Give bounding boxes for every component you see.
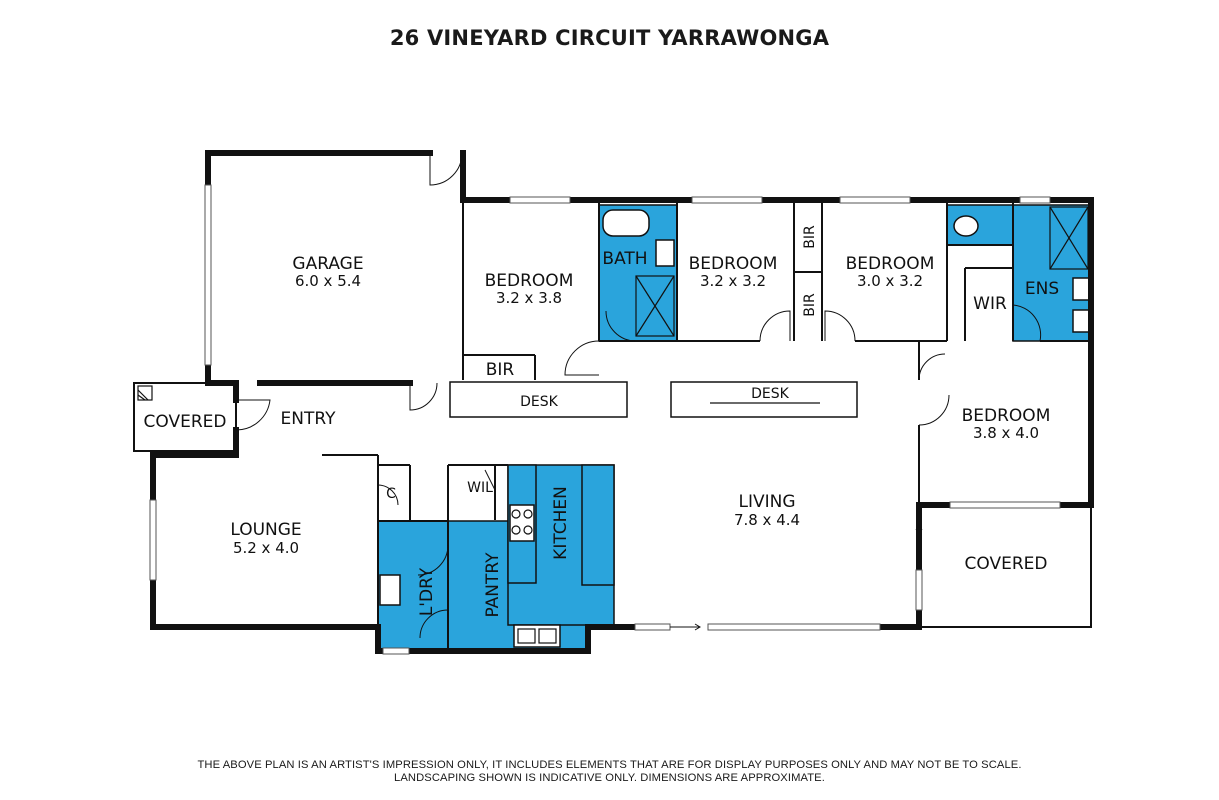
kitchen-sink-icon (513, 624, 561, 648)
bedroom2-label: BEDROOM (485, 271, 574, 291)
covered-rear-label: COVERED (965, 554, 1048, 574)
bedroom3-label: BEDROOM (689, 254, 778, 274)
wir-label: WIR (973, 294, 1007, 314)
desk-2 (670, 381, 858, 418)
pantry-label: PANTRY (483, 552, 503, 618)
wil-label: WIL (467, 480, 493, 496)
living-label: LIVING (738, 492, 795, 512)
bedroom4-dims: 3.0 x 3.2 (857, 272, 923, 290)
basin-icon (655, 239, 675, 267)
bedroom2-dims: 3.2 x 3.8 (496, 289, 562, 307)
desk-1 (449, 381, 628, 418)
bir2-label: BIR (802, 225, 818, 249)
living-dims: 7.8 x 4.4 (734, 511, 800, 529)
entry-label: ENTRY (281, 409, 337, 429)
bir1-label: BIR (486, 360, 515, 380)
disclaimer-line2: LANDSCAPING SHOWN IS INDICATIVE ONLY. DI… (394, 772, 825, 784)
master-dims: 3.8 x 4.0 (973, 424, 1039, 442)
toilet-icon (953, 215, 979, 237)
garage-label: GARAGE (292, 254, 363, 274)
laundry-label: L'DRY (417, 567, 437, 616)
master-label: BEDROOM (962, 406, 1051, 426)
bir3-label: BIR (802, 293, 818, 317)
kitchen-island (581, 464, 615, 586)
ens-basin-icon (1072, 277, 1090, 301)
bathtub-icon (602, 209, 650, 237)
lounge-dims: 5.2 x 4.0 (233, 539, 299, 557)
desk1-label: DESK (520, 394, 559, 410)
shower-icon (635, 275, 675, 337)
ens-label: ENS (1025, 279, 1059, 299)
cupboard-label: C (386, 486, 396, 502)
disclaimer: THE ABOVE PLAN IS AN ARTIST'S IMPRESSION… (0, 759, 1219, 785)
laundry-tub-icon (379, 574, 401, 606)
front-porch (133, 382, 237, 452)
post-icon (137, 385, 153, 401)
lounge-label: LOUNGE (230, 520, 301, 540)
covered-front-label: COVERED (144, 412, 227, 432)
ens-basin2-icon (1072, 309, 1090, 333)
bedroom4-label: BEDROOM (846, 254, 935, 274)
bedroom3-dims: 3.2 x 3.2 (700, 272, 766, 290)
plan-title: 26 VINEYARD CIRCUIT YARRAWONGA (389, 26, 830, 50)
bath-label: BATH (602, 249, 647, 269)
kitchen-label: KITCHEN (551, 486, 571, 560)
garage-dims: 6.0 x 5.4 (295, 272, 361, 290)
desk2-label: DESK (751, 386, 790, 402)
disclaimer-line1: THE ABOVE PLAN IS AN ARTIST'S IMPRESSION… (197, 759, 1022, 771)
